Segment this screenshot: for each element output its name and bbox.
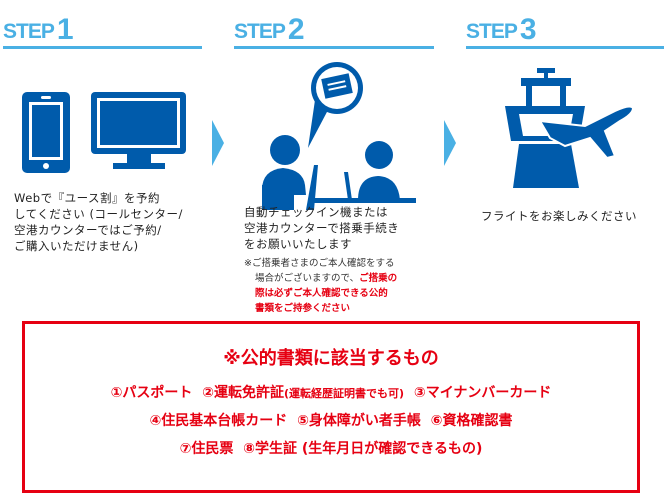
document-item: ②運転免許証	[202, 385, 285, 401]
text-line: 場合がございますので、	[255, 273, 360, 284]
document-item: ⑤身体障がい者手帳	[297, 413, 421, 429]
step-word: STEP	[466, 20, 518, 43]
text-line: ご搭乗の	[359, 273, 398, 284]
text-line: ご購入いただけません)	[14, 239, 139, 253]
text-line: ご搭乗者さまのご本人確認をする	[251, 258, 395, 269]
text-line: 空港カウンターで搭乗手続き	[244, 221, 400, 235]
step-number: 1	[56, 13, 74, 46]
text-line: してください (コールセンター/	[14, 207, 183, 221]
step-3-description: フライトをお楽しみください	[481, 208, 637, 224]
step-1-description: Webで『ユース割』を予約 してください (コールセンター/ 空港カウンターでは…	[14, 190, 183, 254]
text-line: 空港カウンターではご予約/	[14, 223, 162, 237]
documents-line: ④住民基本台帳カード ⑤身体障がい者手帳 ⑥資格確認書	[25, 410, 637, 430]
step-number: 3	[519, 13, 537, 46]
smartphone-and-computer-icon	[22, 92, 186, 173]
document-item-note: (運転経歴証明書でも可)	[284, 387, 405, 400]
step-2-note: ※ご搭乗者さまのご本人確認をする 場合がございますので、ご搭乗の 際は必ずご本人…	[244, 256, 397, 316]
document-item: ④住民基本台帳カード	[149, 413, 288, 429]
documents-title: ※公的書類に該当するもの	[223, 348, 439, 369]
note-mark: ※	[244, 258, 252, 269]
step-2-description: 自動チェックイン機または 空港カウンターで搭乗手続き をお願いいたします	[244, 204, 399, 252]
document-item: ⑥資格確認書	[430, 413, 513, 429]
document-item: ①パスポート	[110, 385, 193, 401]
text-line: Webで『ユース割』を予約	[14, 191, 160, 205]
chevron-right-icon	[444, 120, 456, 166]
official-documents-box: ※公的書類に該当するもの ①パスポート ②運転免許証(運転経歴証明書でも可) ③…	[22, 321, 640, 493]
documents-line: ⑦住民票 ⑧学生証 (生年月日が確認できるもの)	[25, 438, 637, 458]
step-number: 2	[287, 13, 305, 46]
text-line: 際は必ずご本人確認できる公的	[255, 288, 388, 299]
step-word: STEP	[234, 20, 286, 43]
text-line: フライトをお楽しみください	[481, 209, 637, 223]
document-item: ⑦住民票	[179, 441, 234, 457]
text-line: 書類をご持参ください	[255, 303, 351, 314]
chevron-right-icon	[212, 120, 224, 166]
text-line: 自動チェックイン機または	[244, 205, 388, 219]
document-item: ⑧学生証 (生年月日が確認できるもの)	[243, 441, 483, 457]
step-word: STEP	[3, 20, 55, 43]
control-tower-airplane-icon	[505, 68, 635, 188]
document-item: ③マイナンバーカード	[413, 385, 552, 401]
check-in-counter-icon	[262, 62, 416, 210]
text-line: をお願いいたします	[244, 237, 352, 251]
documents-line: ①パスポート ②運転免許証(運転経歴証明書でも可) ③マイナンバーカード	[25, 382, 637, 402]
